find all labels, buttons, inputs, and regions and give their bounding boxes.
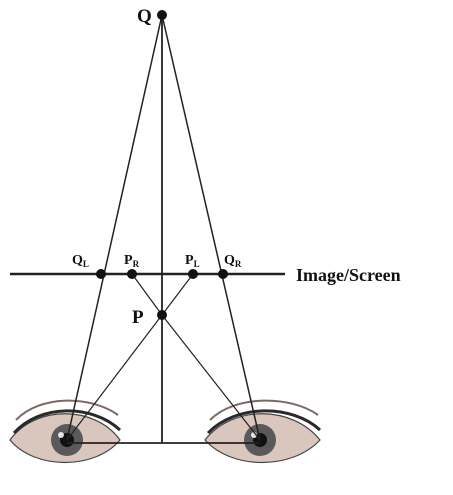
label-q-left: QL [72, 253, 89, 269]
point-q-left [96, 269, 106, 279]
projection-lines [10, 15, 285, 443]
right-eye-icon [205, 401, 320, 463]
line-q-to-left-eye [67, 15, 162, 440]
point-q-right [218, 269, 228, 279]
labels: Q P QL PR PL QR Image/Screen [72, 6, 401, 328]
line-p-to-pl [162, 274, 193, 315]
label-q: Q [137, 6, 152, 27]
label-image-screen: Image/Screen [296, 265, 401, 285]
label-p: P [132, 307, 144, 328]
point-p-right [127, 269, 137, 279]
label-p-right: PR [124, 253, 140, 269]
line-q-to-right-eye [162, 15, 260, 440]
point-q [157, 10, 167, 20]
label-p-left: PL [185, 253, 200, 269]
point-p [157, 310, 167, 320]
label-q-right: QR [224, 253, 242, 269]
left-eye-icon [10, 401, 120, 463]
point-p-left [188, 269, 198, 279]
